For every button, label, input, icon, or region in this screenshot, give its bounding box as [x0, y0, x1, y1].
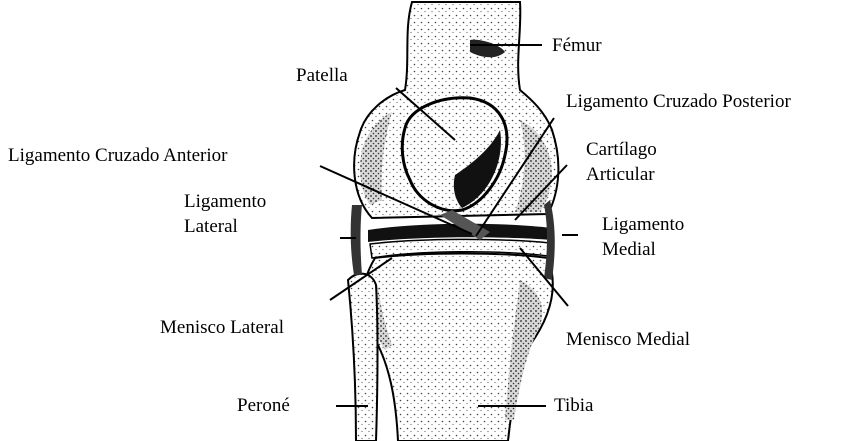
label-lateral-meniscus: Menisco Lateral	[160, 315, 284, 340]
label-anterior-cruciate: Ligamento Cruzado Anterior	[8, 143, 228, 168]
medial-ligament-band	[544, 200, 555, 280]
label-cartilage-line1: Cartílago	[586, 137, 657, 162]
label-fibula: Peroné	[237, 393, 290, 418]
label-lateral-ligament: Ligamento Lateral	[184, 189, 266, 239]
label-posterior-cruciate: Ligamento Cruzado Posterior	[566, 89, 791, 114]
label-lateral-ligament-line1: Ligamento	[184, 189, 266, 214]
lateral-ligament-band	[351, 205, 362, 275]
label-femur: Fémur	[552, 33, 602, 58]
label-medial-ligament: Ligamento Medial	[602, 212, 684, 262]
label-cartilage-line2: Articular	[586, 162, 657, 187]
fibula-bone	[348, 274, 378, 441]
label-medial-meniscus: Menisco Medial	[566, 327, 690, 352]
label-cartilage: Cartílago Articular	[586, 137, 657, 187]
label-tibia: Tibia	[554, 393, 593, 418]
label-medial-ligament-line1: Ligamento	[602, 212, 684, 237]
label-medial-ligament-line2: Medial	[602, 237, 684, 262]
label-lateral-ligament-line2: Lateral	[184, 214, 266, 239]
label-patella: Patella	[296, 63, 348, 88]
